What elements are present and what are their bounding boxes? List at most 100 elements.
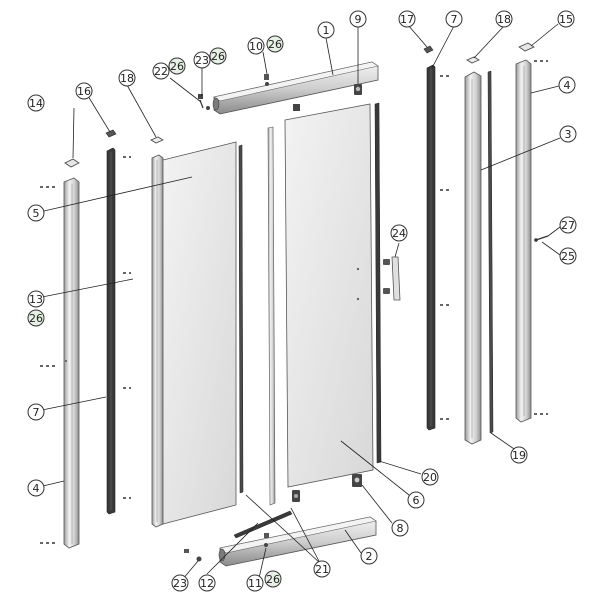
callout-14: 14 bbox=[27, 94, 45, 112]
bottom-rail-hardware bbox=[184, 533, 269, 562]
callout-10: 10 bbox=[247, 37, 265, 55]
svg-text:26: 26 bbox=[29, 312, 43, 325]
right-seal-screw-marks bbox=[440, 75, 450, 420]
callout-20: 20 bbox=[421, 468, 439, 486]
callout-4-right: 4 bbox=[558, 76, 576, 94]
callout-24: 24 bbox=[390, 224, 408, 242]
svg-text:26: 26 bbox=[268, 38, 282, 51]
callout-25: 25 bbox=[559, 247, 577, 265]
callout-4-left: 4 bbox=[27, 479, 45, 497]
right-wall-profile bbox=[515, 59, 532, 423]
left-seal-screw-marks bbox=[123, 156, 131, 499]
svg-text:26: 26 bbox=[170, 60, 184, 73]
callout-26-top-c: 26 bbox=[168, 57, 186, 75]
svg-text:18: 18 bbox=[120, 72, 134, 85]
svg-text:23: 23 bbox=[173, 577, 187, 590]
bottom-rail bbox=[218, 516, 377, 567]
svg-text:19: 19 bbox=[512, 449, 526, 462]
end-cap-16 bbox=[105, 129, 117, 138]
top-rail-hardware bbox=[198, 74, 362, 111]
svg-text:1: 1 bbox=[323, 24, 330, 37]
end-cap-15 bbox=[518, 42, 535, 52]
callout-7-left: 7 bbox=[27, 403, 45, 421]
end-cap-18-left bbox=[150, 136, 164, 144]
callout-26-top: 26 bbox=[266, 35, 284, 53]
callout-3: 3 bbox=[559, 125, 577, 143]
callout-26-top-b: 26 bbox=[209, 47, 227, 65]
end-cap-18-right bbox=[466, 56, 480, 64]
svg-text:25: 25 bbox=[561, 250, 575, 263]
svg-text:27: 27 bbox=[561, 219, 575, 232]
svg-text:26: 26 bbox=[211, 50, 225, 63]
right-magnetic-seal bbox=[426, 64, 436, 431]
callout-11: 11 bbox=[246, 574, 264, 592]
bottom-door-seal bbox=[233, 510, 293, 539]
svg-text:17: 17 bbox=[400, 13, 414, 26]
svg-text:4: 4 bbox=[33, 482, 40, 495]
callout-23-top: 23 bbox=[193, 51, 211, 69]
callout-26-bottom: 26 bbox=[264, 570, 282, 588]
svg-text:9: 9 bbox=[355, 13, 362, 26]
left-wall-screw-marks bbox=[40, 186, 67, 544]
svg-text:24: 24 bbox=[392, 227, 406, 240]
svg-text:2: 2 bbox=[366, 550, 373, 563]
callout-19: 19 bbox=[510, 446, 528, 464]
callout-5: 5 bbox=[27, 204, 45, 222]
fixed-panel-edge-seal bbox=[238, 144, 244, 494]
door-glass-panel bbox=[284, 103, 374, 488]
callout-27: 27 bbox=[559, 216, 577, 234]
left-wall-profile bbox=[63, 177, 80, 549]
callout-1: 1 bbox=[317, 21, 335, 39]
svg-text:5: 5 bbox=[33, 207, 40, 220]
door-left-edge-profile bbox=[267, 126, 276, 506]
left-hinge-profile bbox=[151, 154, 164, 528]
door-handle bbox=[383, 256, 401, 301]
callout-13: 13 bbox=[27, 290, 45, 308]
callout-26-left: 26 bbox=[27, 309, 45, 327]
right-hinge-profile bbox=[464, 71, 482, 445]
callout-8: 8 bbox=[391, 519, 409, 537]
svg-text:14: 14 bbox=[29, 97, 43, 110]
svg-text:4: 4 bbox=[564, 79, 571, 92]
svg-text:6: 6 bbox=[413, 494, 420, 507]
svg-text:3: 3 bbox=[565, 128, 572, 141]
callout-2: 2 bbox=[360, 547, 378, 565]
svg-text:26: 26 bbox=[266, 573, 280, 586]
callout-23-bottom: 23 bbox=[171, 574, 189, 592]
svg-text:11: 11 bbox=[248, 577, 262, 590]
svg-text:18: 18 bbox=[497, 13, 511, 26]
svg-text:22: 22 bbox=[154, 65, 168, 78]
svg-text:7: 7 bbox=[33, 406, 40, 419]
callout-22: 22 bbox=[152, 62, 170, 80]
svg-text:21: 21 bbox=[315, 563, 329, 576]
left-magnetic-seal bbox=[106, 147, 116, 515]
svg-text:15: 15 bbox=[559, 13, 573, 26]
callout-7-right: 7 bbox=[445, 10, 463, 28]
fixed-glass-panel bbox=[162, 141, 237, 525]
fixing-screw-27-25 bbox=[534, 235, 549, 242]
svg-text:16: 16 bbox=[77, 85, 91, 98]
callout-18-right: 18 bbox=[495, 10, 513, 28]
callout-12: 12 bbox=[198, 574, 216, 592]
svg-text:13: 13 bbox=[29, 293, 43, 306]
top-rail bbox=[212, 61, 379, 115]
svg-text:8: 8 bbox=[397, 522, 404, 535]
svg-text:12: 12 bbox=[200, 577, 214, 590]
door-right-seal bbox=[374, 102, 382, 464]
door-bottom-hinge-block bbox=[292, 474, 362, 502]
callout-15: 15 bbox=[557, 10, 575, 28]
svg-text:23: 23 bbox=[195, 54, 209, 67]
svg-text:7: 7 bbox=[451, 13, 458, 26]
end-cap-14 bbox=[64, 158, 80, 168]
callout-9: 9 bbox=[349, 10, 367, 28]
callout-16: 16 bbox=[75, 82, 93, 100]
callout-6: 6 bbox=[407, 491, 425, 509]
svg-text:20: 20 bbox=[423, 471, 437, 484]
callout-18-left: 18 bbox=[118, 69, 136, 87]
callout-17: 17 bbox=[398, 10, 416, 28]
svg-text:10: 10 bbox=[249, 40, 263, 53]
callout-21: 21 bbox=[313, 560, 331, 578]
right-infill-strip bbox=[487, 70, 494, 434]
right-wall-screw-marks bbox=[534, 60, 548, 415]
